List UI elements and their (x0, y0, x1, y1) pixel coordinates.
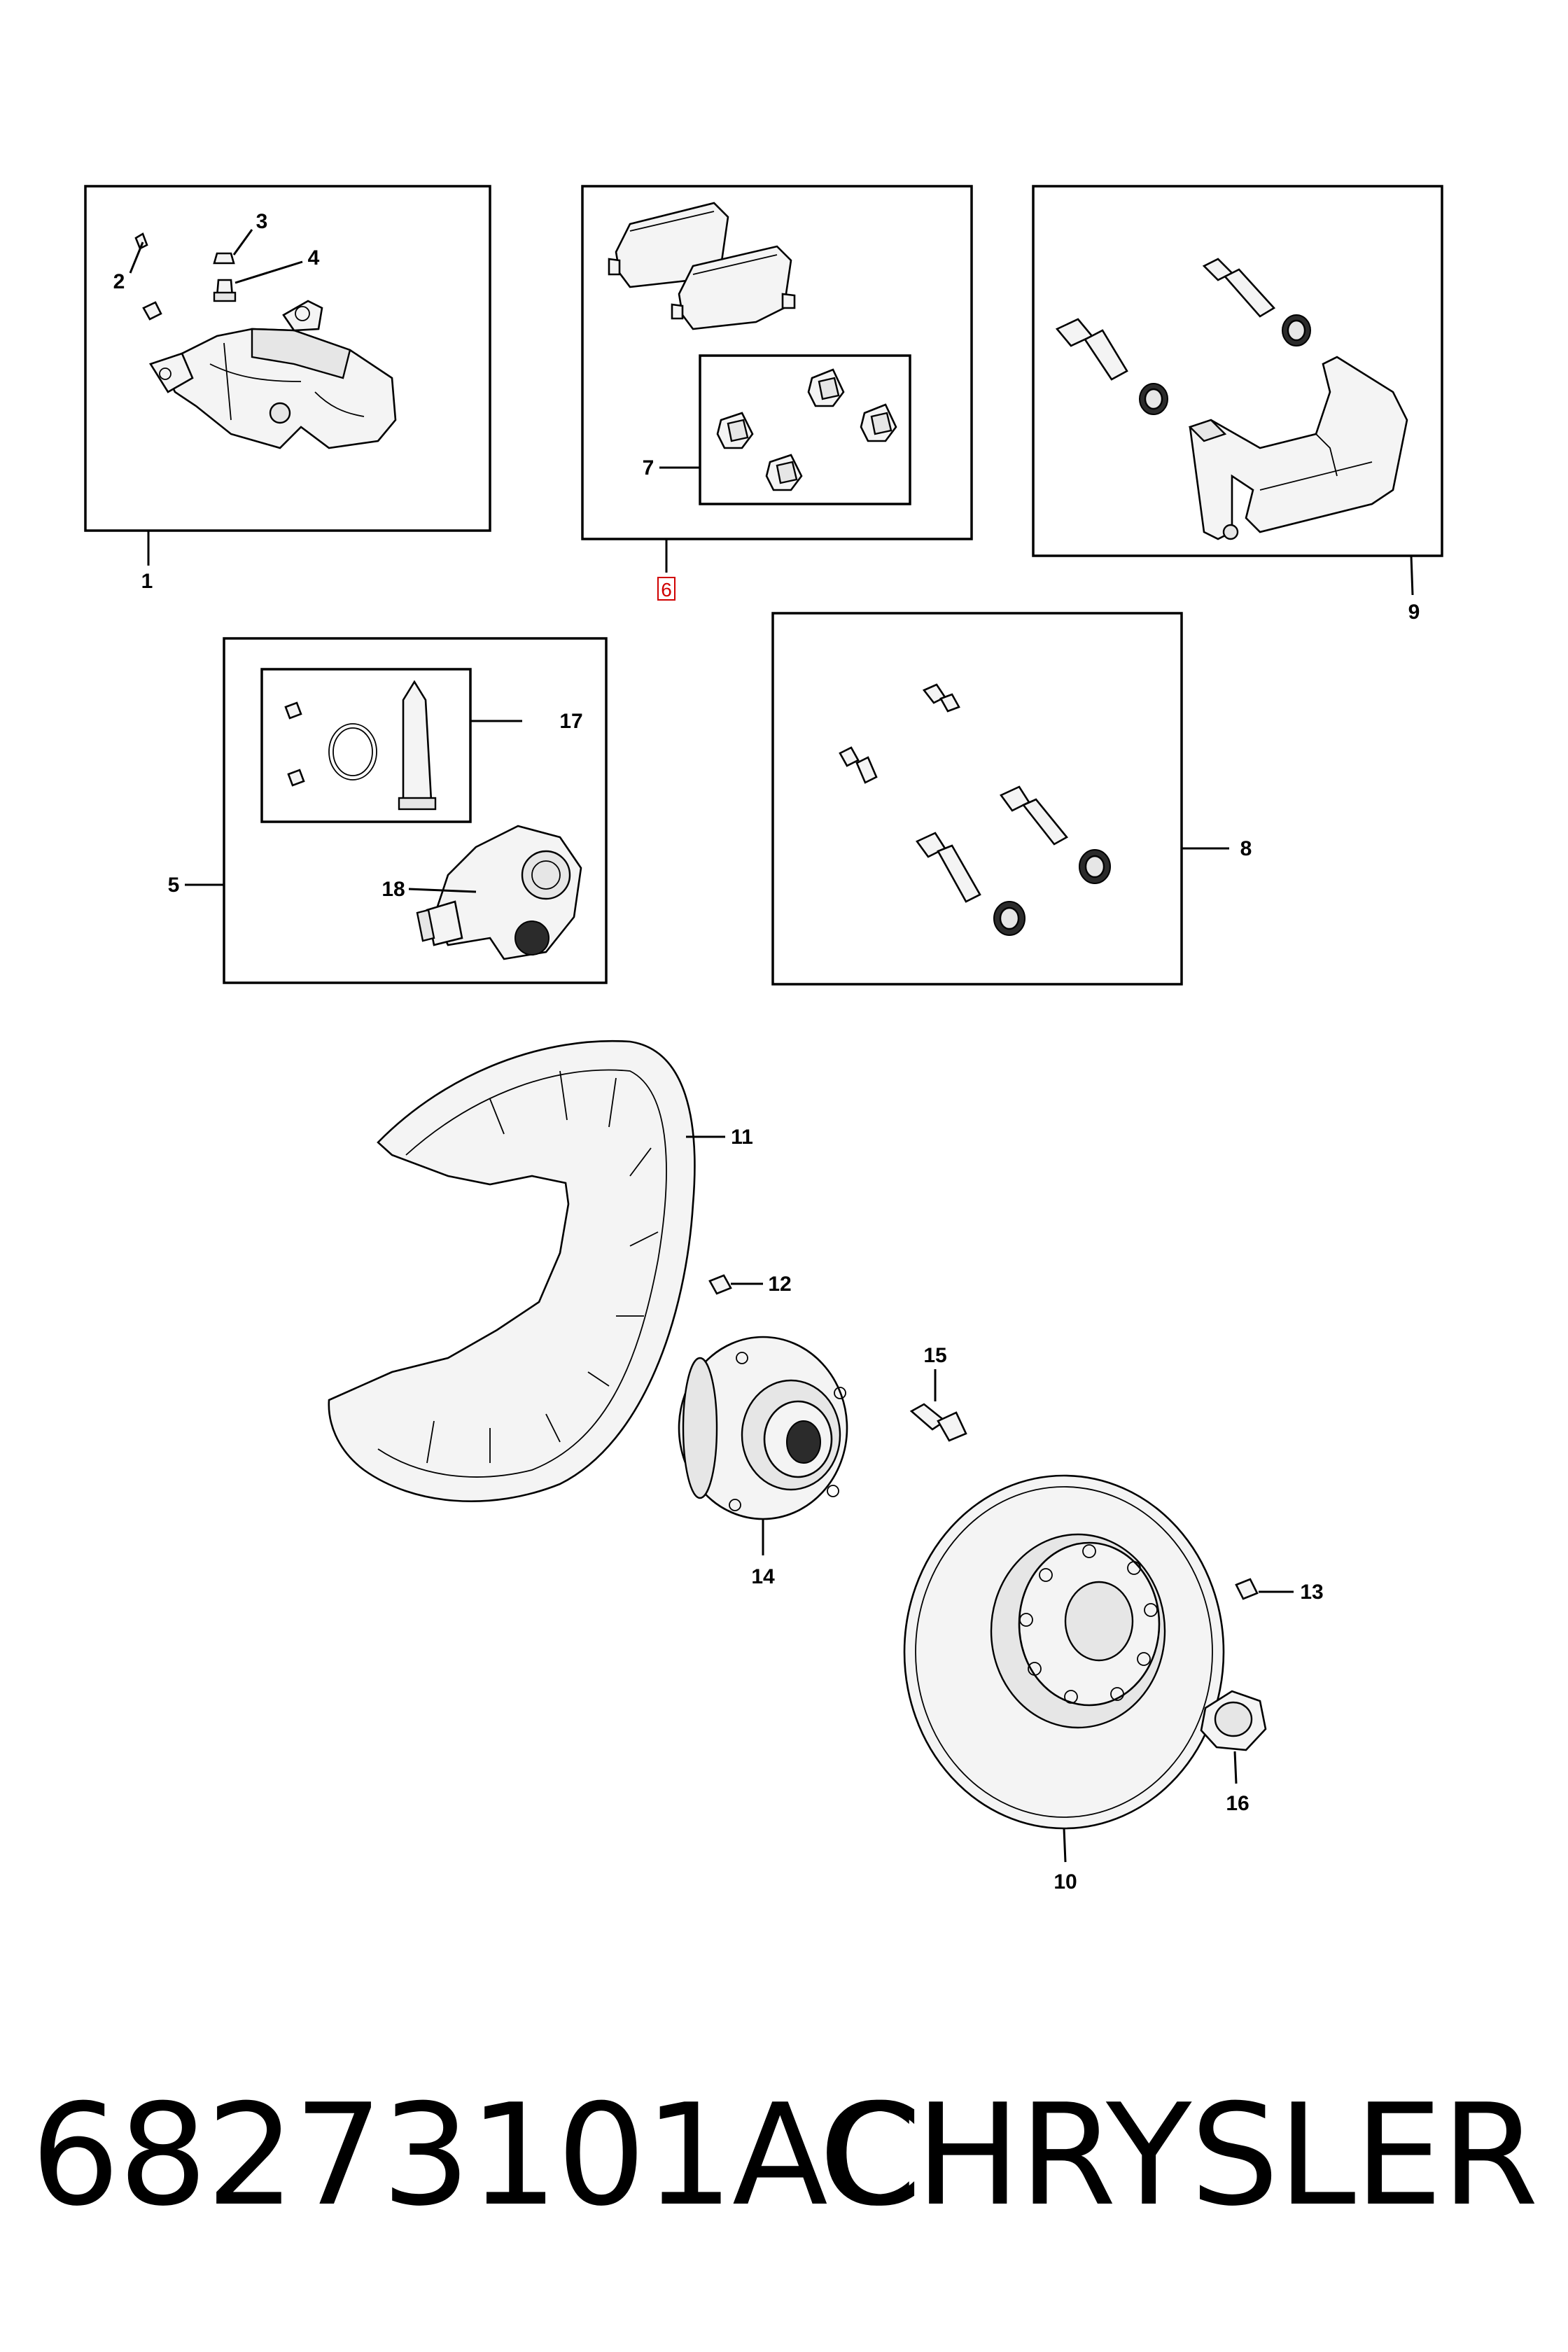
bleeder-cap-3 (213, 252, 235, 265)
pad-clips-illustration (716, 368, 897, 491)
footer-caption: 68273101AC CHRYSLER (0, 2072, 1568, 2240)
callout-12: 12 (768, 1273, 791, 1296)
shield-screw-12: 12 (708, 1273, 792, 1296)
callout-14: 14 (751, 1565, 775, 1588)
callout-6: 6 (661, 579, 672, 601)
motor-assembly-box (223, 637, 608, 984)
callout-1: 1 (141, 570, 153, 593)
bleeder-screw-2 (134, 232, 162, 321)
brake-pad-group: 7 6 (581, 185, 973, 601)
caliper-bracket-group: 9 (1032, 185, 1443, 624)
callout-16: 16 (1226, 1792, 1249, 1815)
guide-pin-kit-illustration (839, 683, 1111, 936)
caliper-illustration (149, 300, 397, 449)
hub-bolt-15: 15 (909, 1344, 967, 1442)
part-number: 68273101AC (31, 2074, 922, 2237)
leader-18 (408, 888, 477, 893)
bracket-illustration (1188, 356, 1408, 540)
leader-2 (129, 241, 144, 274)
leader-9 (1410, 555, 1414, 596)
actuator-motor-illustration (416, 825, 582, 960)
caliper-box (84, 185, 491, 532)
guide-pin-upper (1202, 258, 1276, 318)
callout-7: 7 (643, 456, 654, 479)
caliper-bracket-box (1032, 185, 1443, 557)
guide-pin-lower (1055, 318, 1128, 381)
callout-18: 18 (382, 878, 405, 901)
seal-kit-illustration (284, 680, 437, 811)
hub-bearing-group: 14 (678, 1336, 848, 1588)
dust-shield-group: 11 (328, 1040, 753, 1502)
callout-4: 4 (308, 246, 320, 270)
callout-2: 2 (113, 270, 125, 293)
callout-9: 9 (1408, 601, 1420, 624)
callout-11: 11 (731, 1126, 753, 1149)
brake-pad-illustration (608, 202, 796, 330)
callout-3: 3 (256, 210, 268, 233)
leader-16 (1233, 1751, 1238, 1784)
guide-pin-kit-group: 8 (771, 612, 1252, 986)
guide-pin-kit-box (771, 612, 1183, 986)
callout-8: 8 (1240, 837, 1252, 860)
leader-10 (1063, 1828, 1067, 1863)
leader-3 (232, 229, 253, 255)
callout-5: 5 (168, 874, 180, 897)
callout-17: 17 (559, 710, 582, 733)
leader-4 (234, 260, 303, 284)
pad-clip-kit-box (699, 354, 911, 505)
motor-seal-kit-box (260, 668, 472, 823)
callout-15: 15 (923, 1344, 946, 1367)
bleeder-valve-4 (213, 279, 237, 302)
callout-13: 13 (1300, 1581, 1323, 1604)
rotor-screw-13: 13 (1235, 1578, 1324, 1604)
callout-10: 10 (1054, 1870, 1077, 1893)
callout-6-highlight-box (657, 577, 676, 601)
brand-name: CHRYSLER (818, 2074, 1539, 2237)
brake-rotor-group: 10 (903, 1474, 1225, 1893)
pin-boots (1139, 314, 1311, 415)
brake-pad-box (581, 185, 973, 540)
caliper-group: 1 2 3 4 (84, 185, 491, 593)
parking-brake-motor-group: 17 18 5 (168, 637, 608, 984)
hub-nut-16: 16 (1200, 1690, 1267, 1815)
